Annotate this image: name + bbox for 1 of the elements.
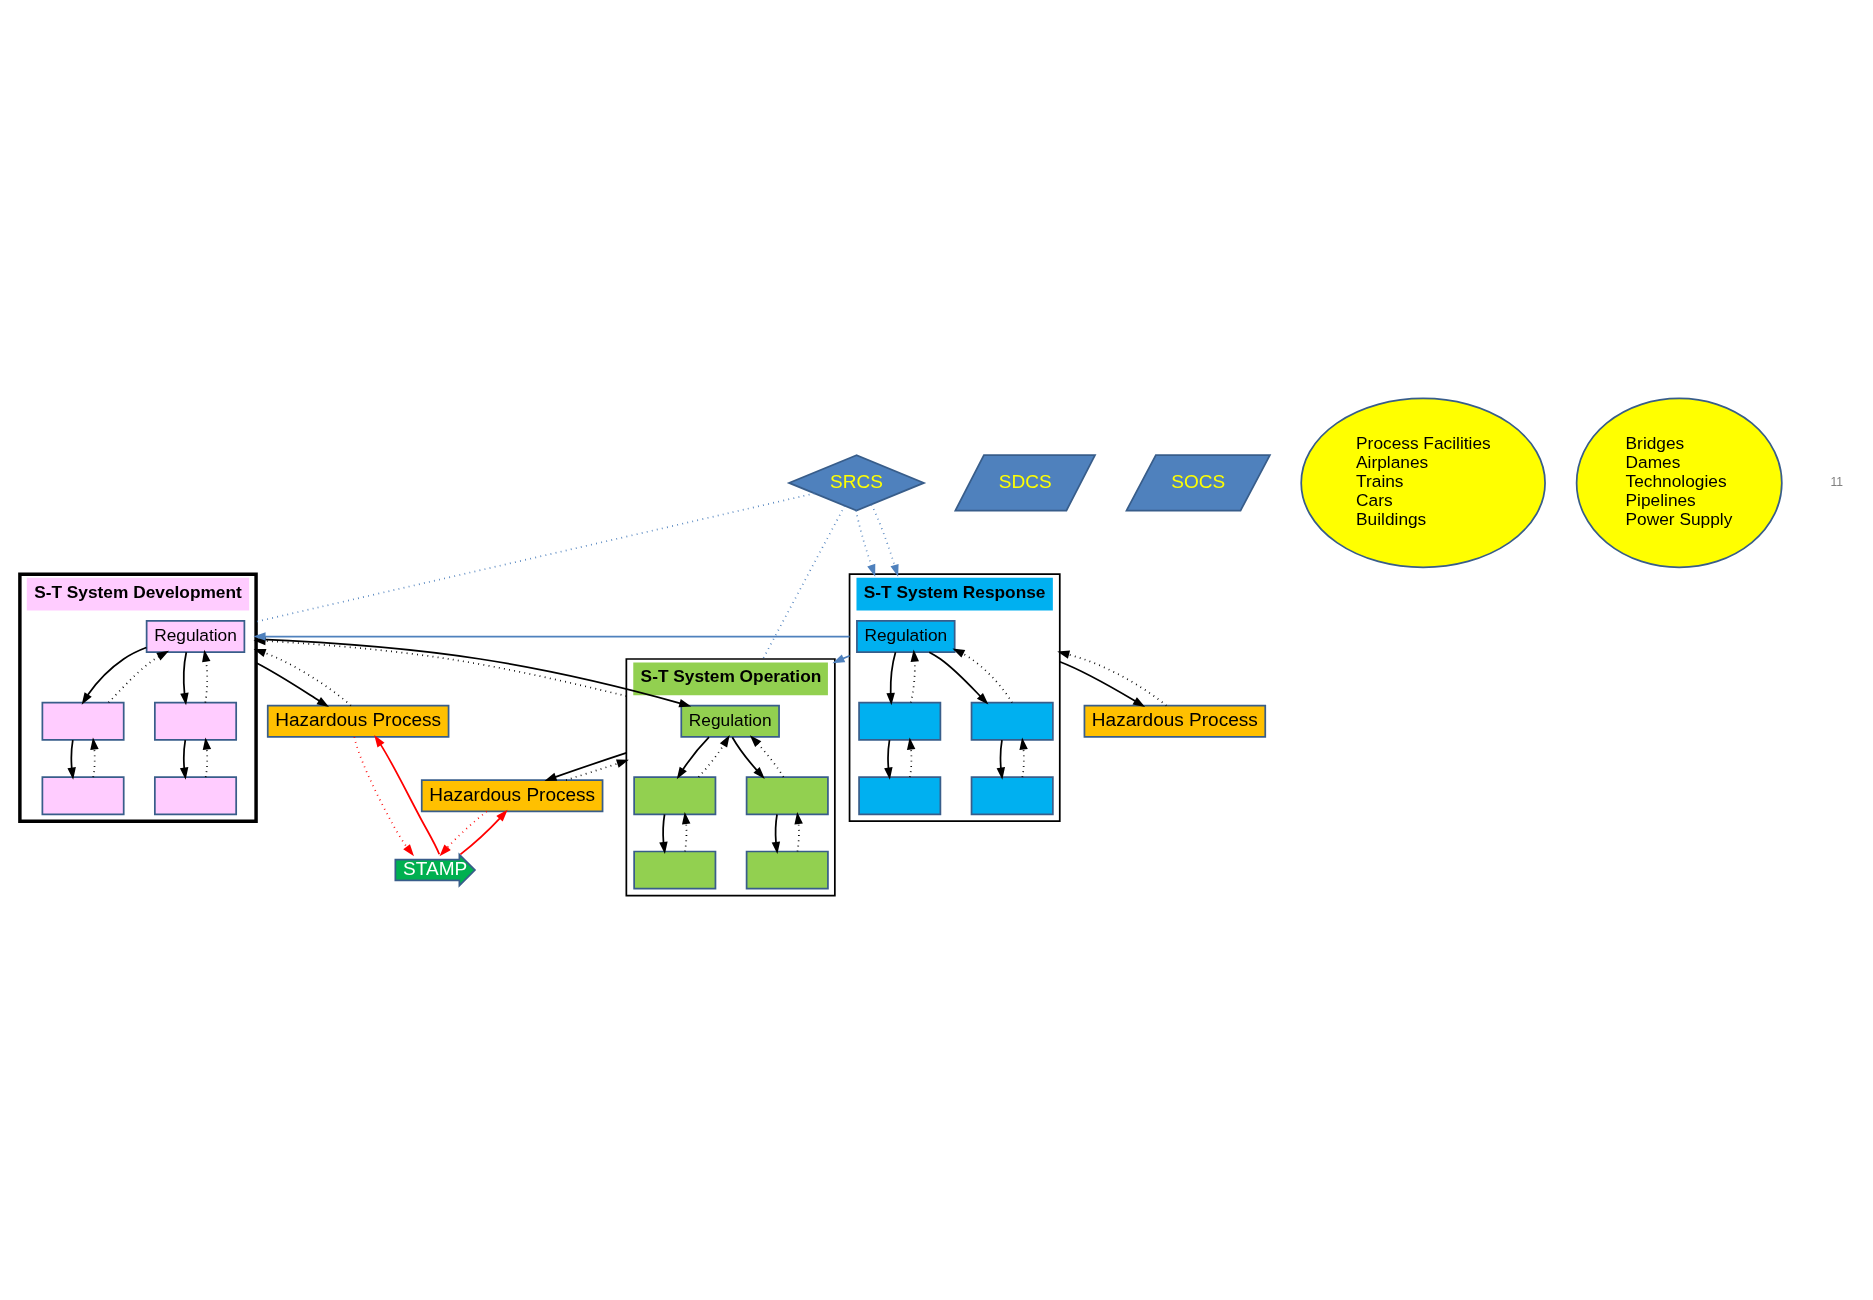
label: 11 — [1830, 474, 1843, 489]
